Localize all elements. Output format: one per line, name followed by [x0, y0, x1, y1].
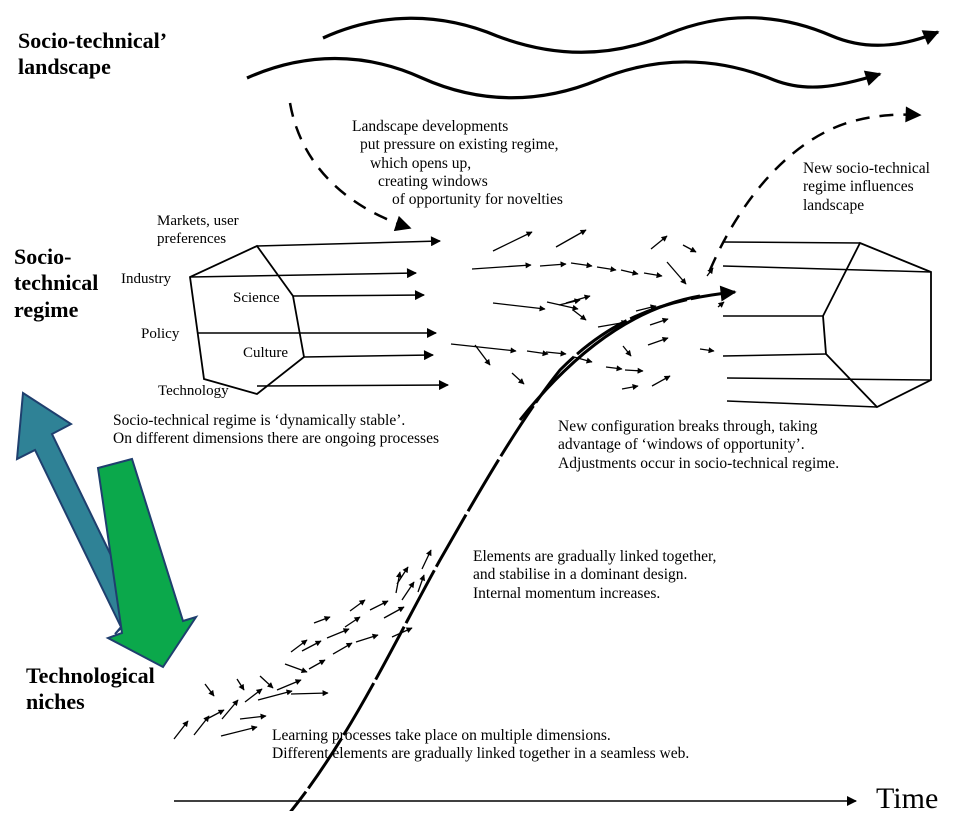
dimension-industry-label: Industry	[121, 271, 171, 287]
annotation-line: New socio-technical	[803, 160, 930, 177]
landscape-label-line-1: Socio-technical’	[18, 28, 168, 53]
dimension-culture-label: Culture	[243, 345, 288, 361]
landscape-level-label: Socio-technical’ landscape	[18, 28, 167, 81]
annotation-line: Elements are gradually linked together,	[473, 548, 717, 565]
dimension-markets-label: Markets, user preferences	[157, 213, 239, 248]
annotation-line: Adjustments occur in socio-technical reg…	[558, 454, 840, 472]
breakthrough-solid-segment	[518, 294, 701, 421]
annotation-line: which opens up,	[370, 154, 472, 172]
regime-label-line-1: Socio-	[14, 244, 72, 269]
landscape-label-line-2: landscape	[18, 54, 111, 80]
breakthrough-annotation: New configuration breaks through, taking…	[558, 418, 839, 473]
gradually-linked-annotation: Elements are gradually linked together, …	[473, 548, 716, 603]
landscape-waves	[246, 16, 940, 100]
landscape-wave-upper	[322, 16, 940, 54]
learning-processes-annotation: Learning processes take place on multipl…	[272, 727, 689, 764]
annotation-line: creating windows	[378, 172, 488, 190]
annotation-line: Internal momentum increases.	[473, 584, 661, 602]
annotation-line: landscape	[803, 196, 865, 214]
niches-label-line-2: niches	[26, 689, 85, 715]
annotation-line: Learning processes take place on multipl…	[272, 727, 611, 744]
dimension-technology-label: Technology	[158, 383, 229, 399]
downward-green-arrow	[96, 457, 199, 669]
landscape-wave-lower	[246, 56, 882, 100]
landscape-pressure-dashed-arrow	[288, 102, 412, 232]
annotation-line: Different elements are gradually linked …	[272, 745, 690, 763]
regime-hexagon-left	[189, 236, 449, 395]
annotation-line: advantage of ‘windows of opportunity’.	[558, 436, 805, 454]
annotation-line: New configuration breaks through, taking	[558, 418, 818, 435]
time-axis-label: Time	[876, 782, 939, 815]
regime-label-line-2: technical	[14, 270, 99, 296]
regime-level-label: Socio- technical regime	[14, 244, 98, 323]
markets-label-line-2: preferences	[157, 230, 227, 247]
regime-stable-annotation: Socio-technical regime is ‘dynamically s…	[113, 412, 439, 449]
regime-turbulence-arrows	[450, 229, 725, 390]
dimension-science-label: Science	[233, 290, 280, 306]
markets-label-line-1: Markets, user	[157, 213, 239, 229]
annotation-line: Socio-technical regime is ‘dynamically s…	[113, 412, 406, 429]
annotation-line: of opportunity for novelties	[392, 191, 563, 209]
annotation-line: put pressure on existing regime,	[360, 136, 559, 154]
regime-hexagon-right	[722, 241, 932, 409]
annotation-line: and stabilise in a dominant design.	[473, 566, 688, 584]
niche-arrows	[173, 549, 432, 740]
breakthrough-trajectory-arrow	[289, 285, 737, 811]
regime-influence-dashed-arrow	[708, 106, 922, 271]
dimension-policy-label: Policy	[141, 326, 180, 342]
new-regime-influences-annotation: New socio-technical regime influences la…	[803, 160, 930, 215]
landscape-developments-annotation: Landscape developments put pressure on e…	[352, 118, 563, 209]
annotation-line: regime influences	[803, 178, 914, 196]
annotation-line: On different dimensions there are ongoin…	[113, 430, 439, 448]
annotation-line: Landscape developments	[352, 118, 509, 135]
regime-label-line-3: regime	[14, 296, 79, 322]
multilevel-double-arrows	[15, 391, 199, 669]
niches-label-line-1: Technological	[26, 663, 155, 688]
niches-level-label: Technological niches	[26, 663, 155, 716]
